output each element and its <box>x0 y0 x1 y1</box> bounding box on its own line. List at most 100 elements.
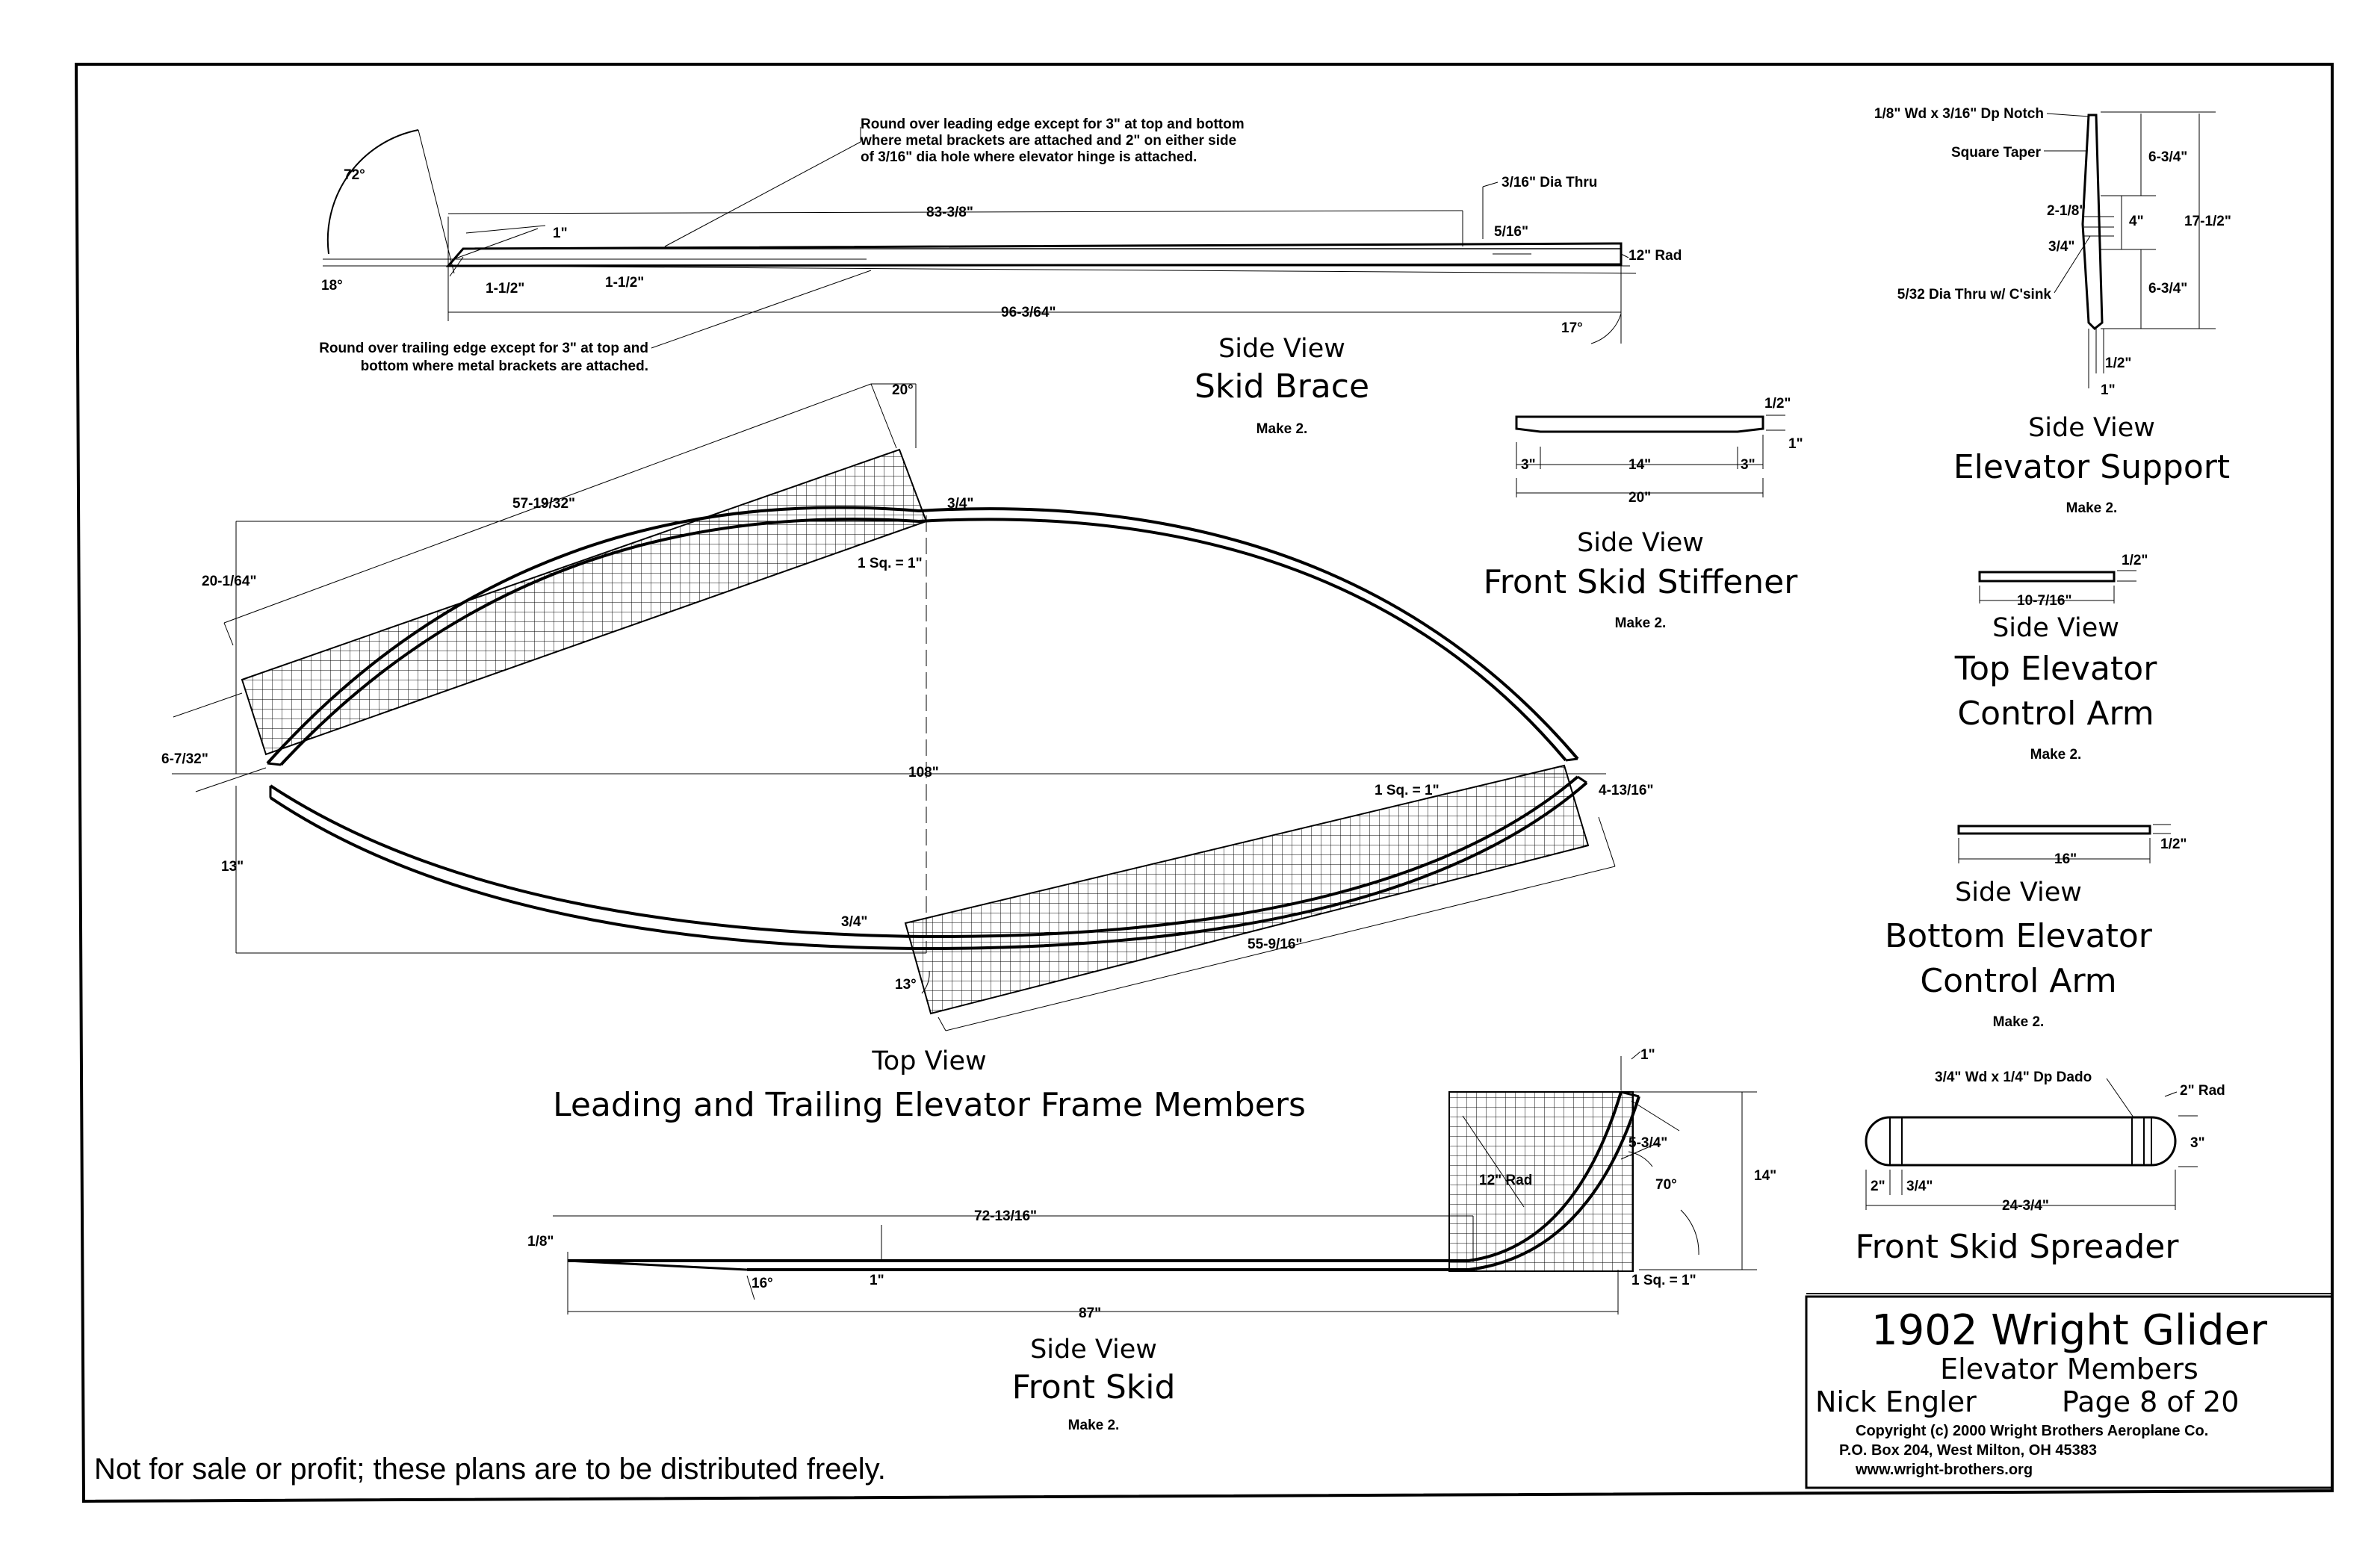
frame-dim-13: 13" <box>221 859 244 875</box>
spreader-dado: 3/4" Wd x 1/4" Dp Dado <box>1935 1070 2092 1085</box>
elevator-frame-grid-b <box>905 766 1588 1014</box>
stiffener-dim-14: 14" <box>1628 457 1651 473</box>
elev-support-notch: 1/8" Wd x 3/16" Dp Notch <box>1874 106 2044 122</box>
stiffener-make: Make 2. <box>1615 615 1667 631</box>
bottom-arm-dim-half: 1/2" <box>2160 837 2187 852</box>
skid-brace-dim-rad: 12" Rad <box>1628 248 1682 264</box>
skid-brace-note-bottom-2: bottom where metal brackets are attached… <box>361 359 648 374</box>
elevator-support-drawing <box>2044 112 2216 388</box>
skid-brace-dim-1-1-2a: 1-1/2" <box>486 281 524 297</box>
skid-scale: 1 Sq. = 1" <box>1631 1273 1696 1288</box>
elev-support-6-3-4b: 6-3/4" <box>2148 281 2187 297</box>
stiffener-title: Front Skid Stiffener <box>1484 563 1799 601</box>
elevator-frame-grid-b-outline <box>905 766 1588 1014</box>
elev-support-3-4: 3/4" <box>2048 239 2074 255</box>
stiffener-dim-half: 1/2" <box>1764 396 1791 412</box>
frame-title: Leading and Trailing Elevator Frame Memb… <box>553 1086 1306 1124</box>
skid-dim-rad: 12" Rad <box>1479 1173 1532 1188</box>
skid-brace-dim-1-1-2b: 1-1/2" <box>605 275 644 291</box>
bottom-arm-title-1: Bottom Elevator <box>1885 917 2153 955</box>
front-skid-drawing <box>553 1052 1757 1315</box>
frame-dim-3-4b: 3/4" <box>841 914 867 930</box>
skid-dim-1-8: 1/8" <box>527 1234 554 1250</box>
top-arm-dim-half: 1/2" <box>2122 553 2148 568</box>
spreader-dim-length: 24-3/4" <box>2002 1198 2049 1214</box>
skid-brace-angle-72: 72° <box>344 167 365 183</box>
frame-scale-a: 1 Sq. = 1" <box>858 556 923 571</box>
skid-brace-note-top-3: of 3/16" dia hole where elevator hinge i… <box>861 149 1197 165</box>
elev-support-view: Side View <box>2028 413 2155 443</box>
skid-brace-view: Side View <box>1218 334 1345 364</box>
frame-angle-20: 20° <box>892 382 914 398</box>
skid-dim-5-3-4: 5-3/4" <box>1628 1135 1667 1151</box>
frame-dim-55-9-16: 55-9/16" <box>1248 937 1302 952</box>
elev-support-1: 1" <box>2101 382 2116 398</box>
elev-support-taper: Square Taper <box>1951 145 2042 161</box>
stiffener-dim-1: 1" <box>1788 436 1803 452</box>
footer-disclaimer: Not for sale or profit; these plans are … <box>94 1453 886 1486</box>
elev-support-2-1-8: 2-1/8" <box>2047 203 2086 219</box>
skid-brace-dim-1: 1" <box>553 226 568 241</box>
title-block-title: 1902 Wright Glider <box>1871 1306 2268 1355</box>
skid-brace-angle-17: 17° <box>1561 320 1583 336</box>
elev-support-hole: 5/32 Dia Thru w/ C'sink <box>1897 287 2052 302</box>
skid-brace-note-top-2: where metal brackets are attached and 2"… <box>860 133 1236 149</box>
top-arm-make: Make 2. <box>2030 747 2082 763</box>
front-skid-grid <box>1449 1092 1633 1271</box>
skid-title: Front Skid <box>1012 1368 1176 1406</box>
skid-dim-1-top: 1" <box>1640 1047 1655 1063</box>
top-arm-dim-length: 10-7/16" <box>2017 593 2071 609</box>
skid-brace-drawing <box>323 127 1636 348</box>
top-arm-view: Side View <box>1992 613 2119 643</box>
bottom-arm-dim-length: 16" <box>2054 851 2077 867</box>
stiffener-dim-20: 20" <box>1628 490 1651 506</box>
elev-support-4: 4" <box>2129 214 2144 229</box>
skid-brace-title: Skid Brace <box>1194 367 1369 406</box>
elev-support-1-2: 1/2" <box>2105 356 2131 371</box>
elevator-frame-grid-a <box>242 450 926 754</box>
elev-support-title: Elevator Support <box>1953 448 2230 486</box>
frame-dim-20-1-64: 20-1/64" <box>202 574 256 589</box>
title-block <box>1806 1294 2332 1488</box>
frame-dim-108: 108" <box>908 765 939 780</box>
bottom-elevator-arm-drawing <box>1959 825 2171 863</box>
skid-brace-make: Make 2. <box>1256 421 1308 437</box>
spreader-rad: 2" Rad <box>2180 1083 2225 1099</box>
skid-angle-16: 16° <box>752 1276 773 1291</box>
elev-support-make: Make 2. <box>2066 500 2118 516</box>
title-block-address: P.O. Box 204, West Milton, OH 45383 <box>1839 1442 2097 1459</box>
sheet-border <box>76 64 2332 1501</box>
elev-support-6-3-4a: 6-3/4" <box>2148 149 2187 165</box>
stiffener-dim-3b: 3" <box>1741 457 1755 473</box>
spreader-height: 3" <box>2190 1135 2205 1151</box>
title-block-subtitle: Elevator Members <box>1940 1353 2198 1385</box>
top-elevator-arm-drawing <box>1980 571 2136 603</box>
title-block-page: Page 8 of 20 <box>2062 1385 2239 1418</box>
skid-dim-72-13-16: 72-13/16" <box>974 1208 1037 1224</box>
skid-dim-87: 87" <box>1079 1306 1101 1321</box>
frame-dim-4-13-16: 4-13/16" <box>1599 783 1653 798</box>
frame-view: Top View <box>871 1046 986 1076</box>
top-arm-title-2: Control Arm <box>1957 695 2154 733</box>
spreader-title: Front Skid Spreader <box>1856 1228 2180 1266</box>
title-block-website: www.wright-brothers.org <box>1855 1462 2033 1478</box>
skid-make: Make 2. <box>1068 1418 1120 1433</box>
stiffener-dim-3a: 3" <box>1521 457 1536 473</box>
skid-dim-1-bottom: 1" <box>870 1273 884 1288</box>
front-skid-stiffener-drawing <box>1516 415 1785 497</box>
title-block-copyright: Copyright (c) 2000 Wright Brothers Aerop… <box>1856 1423 2208 1439</box>
skid-brace-dim-dia: 3/16" Dia Thru <box>1502 175 1597 190</box>
skid-angle-70: 70° <box>1655 1177 1677 1193</box>
skid-view: Side View <box>1030 1335 1157 1365</box>
elevator-frame-members <box>172 384 1615 1031</box>
elev-support-17-1-2: 17-1/2" <box>2184 214 2231 229</box>
skid-brace-part <box>448 243 1621 266</box>
bottom-arm-make: Make 2. <box>1993 1014 2045 1030</box>
spreader-dim-3-4: 3/4" <box>1906 1179 1933 1194</box>
frame-dim-6-7-32: 6-7/32" <box>161 751 208 767</box>
skid-brace-dim-96-3-64: 96-3/64" <box>1001 305 1056 320</box>
frame-dim-57-19-32: 57-19/32" <box>512 496 575 512</box>
stiffener-view: Side View <box>1577 528 1704 558</box>
spreader-dim-2: 2" <box>1871 1179 1885 1194</box>
